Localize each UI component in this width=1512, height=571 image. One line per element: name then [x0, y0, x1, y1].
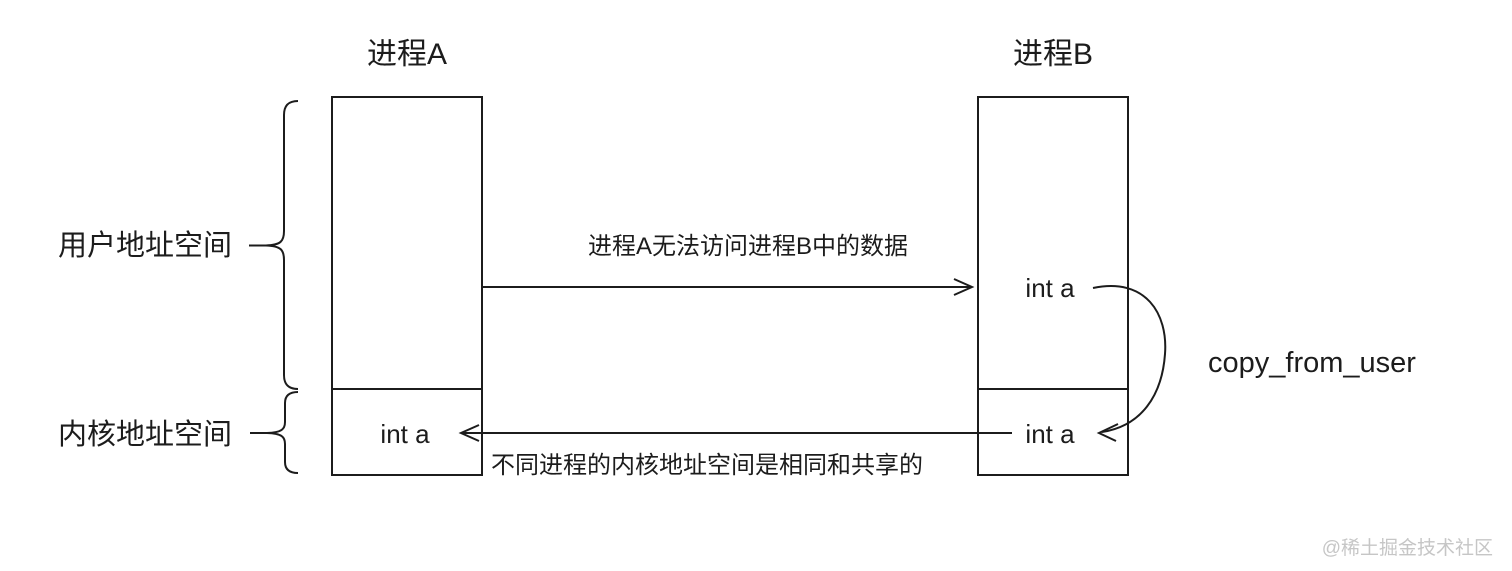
- process-a-box: [331, 96, 483, 476]
- a-to-b-arrowhead: [953, 278, 975, 296]
- b-to-a-kernel-arrowhead: [458, 424, 480, 442]
- bottom-arrow-annotation: 不同进程的内核地址空间是相同和共享的: [491, 452, 923, 479]
- process-b-kernel-var: int a: [1025, 419, 1075, 449]
- watermark: @稀土掘金技术社区: [1321, 538, 1493, 559]
- user-address-space-label: 用户地址空间: [58, 230, 233, 262]
- copy-from-user-curve: [1092, 285, 1167, 433]
- process-b-user-var: int a: [1025, 273, 1075, 303]
- process-a-kernel-var: int a: [380, 419, 430, 449]
- kernel-address-space-label: 内核地址空间: [58, 419, 233, 451]
- copy-from-user-label: copy_from_user: [1208, 347, 1416, 379]
- process-b-box: [977, 96, 1129, 476]
- process-a-title: 进程A: [366, 38, 448, 71]
- copy-from-user-arrowhead: [1096, 423, 1119, 442]
- kernel-space-brace: [266, 391, 299, 474]
- process-b-title: 进程B: [1012, 38, 1094, 71]
- user-space-brace: [265, 100, 299, 390]
- top-arrow-annotation: 进程A无法访问进程B中的数据: [587, 233, 909, 260]
